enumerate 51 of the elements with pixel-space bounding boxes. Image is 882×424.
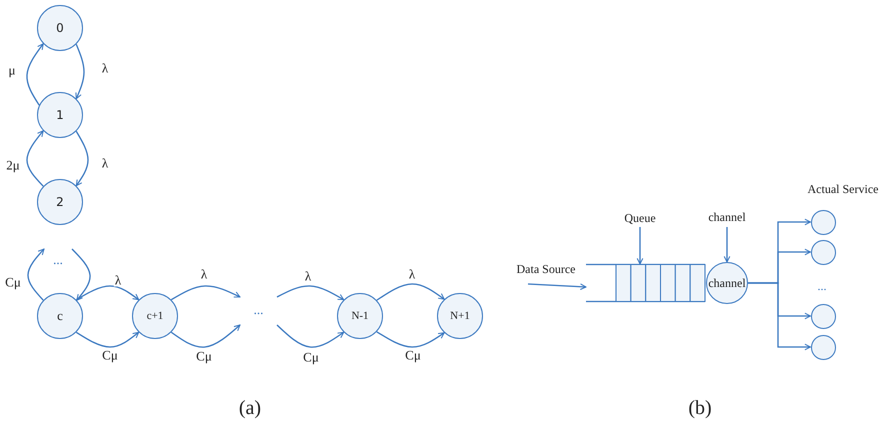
edge-label: Cμ [195, 350, 213, 362]
arrow [376, 283, 445, 301]
arrow [276, 285, 344, 300]
state-circle: 2 [37, 179, 83, 225]
edge-label: Cμ [4, 276, 22, 288]
state-circle: c [37, 293, 83, 339]
arrow [748, 282, 811, 350]
arrow [26, 43, 44, 106]
ellipsis: ... [43, 248, 73, 272]
arrow [528, 283, 586, 290]
server-circle [810, 210, 836, 234]
arrow [376, 331, 445, 348]
arrow [75, 44, 85, 100]
state-circle: N+1 [437, 293, 483, 339]
arrow [76, 332, 140, 348]
server-circle [810, 240, 836, 264]
edge-label: λ [100, 156, 110, 170]
state-circle: 0 [37, 5, 83, 51]
arrow [636, 227, 644, 264]
panel-label: (b) [687, 398, 713, 418]
arrow [276, 324, 344, 348]
server-circle [810, 304, 836, 328]
text-label: Actual Service [806, 183, 880, 195]
arrow [724, 227, 730, 262]
edge-label: Cμ [404, 348, 422, 362]
arrow [27, 248, 44, 301]
state-circle: N-1 [337, 293, 383, 339]
panel-label: (a) [238, 398, 262, 418]
arrow [26, 130, 44, 187]
edge-label: λ [304, 270, 312, 282]
state-circle: 1 [37, 92, 83, 138]
arrow [170, 285, 240, 300]
text-label: channel [700, 209, 754, 225]
text-label: Queue [615, 210, 665, 226]
queue-drawing [586, 264, 705, 302]
edge-label: 2μ [5, 158, 21, 172]
text-label: Data Source [508, 261, 584, 277]
edge-label: λ [408, 268, 416, 280]
state-circle: channel [706, 262, 748, 304]
state-circle: c+1 [132, 293, 178, 339]
edge-label: Cμ [302, 350, 320, 364]
arrow [76, 285, 140, 300]
edge-label: λ [200, 268, 208, 280]
edge-label: Cμ [101, 348, 119, 362]
edge-label: λ [114, 274, 122, 286]
edge-label: λ [100, 62, 110, 74]
server-circle [810, 334, 836, 360]
arrow [72, 248, 91, 301]
arrow [76, 130, 89, 186]
arrow [170, 324, 240, 348]
ellipsis: ... [240, 290, 277, 330]
